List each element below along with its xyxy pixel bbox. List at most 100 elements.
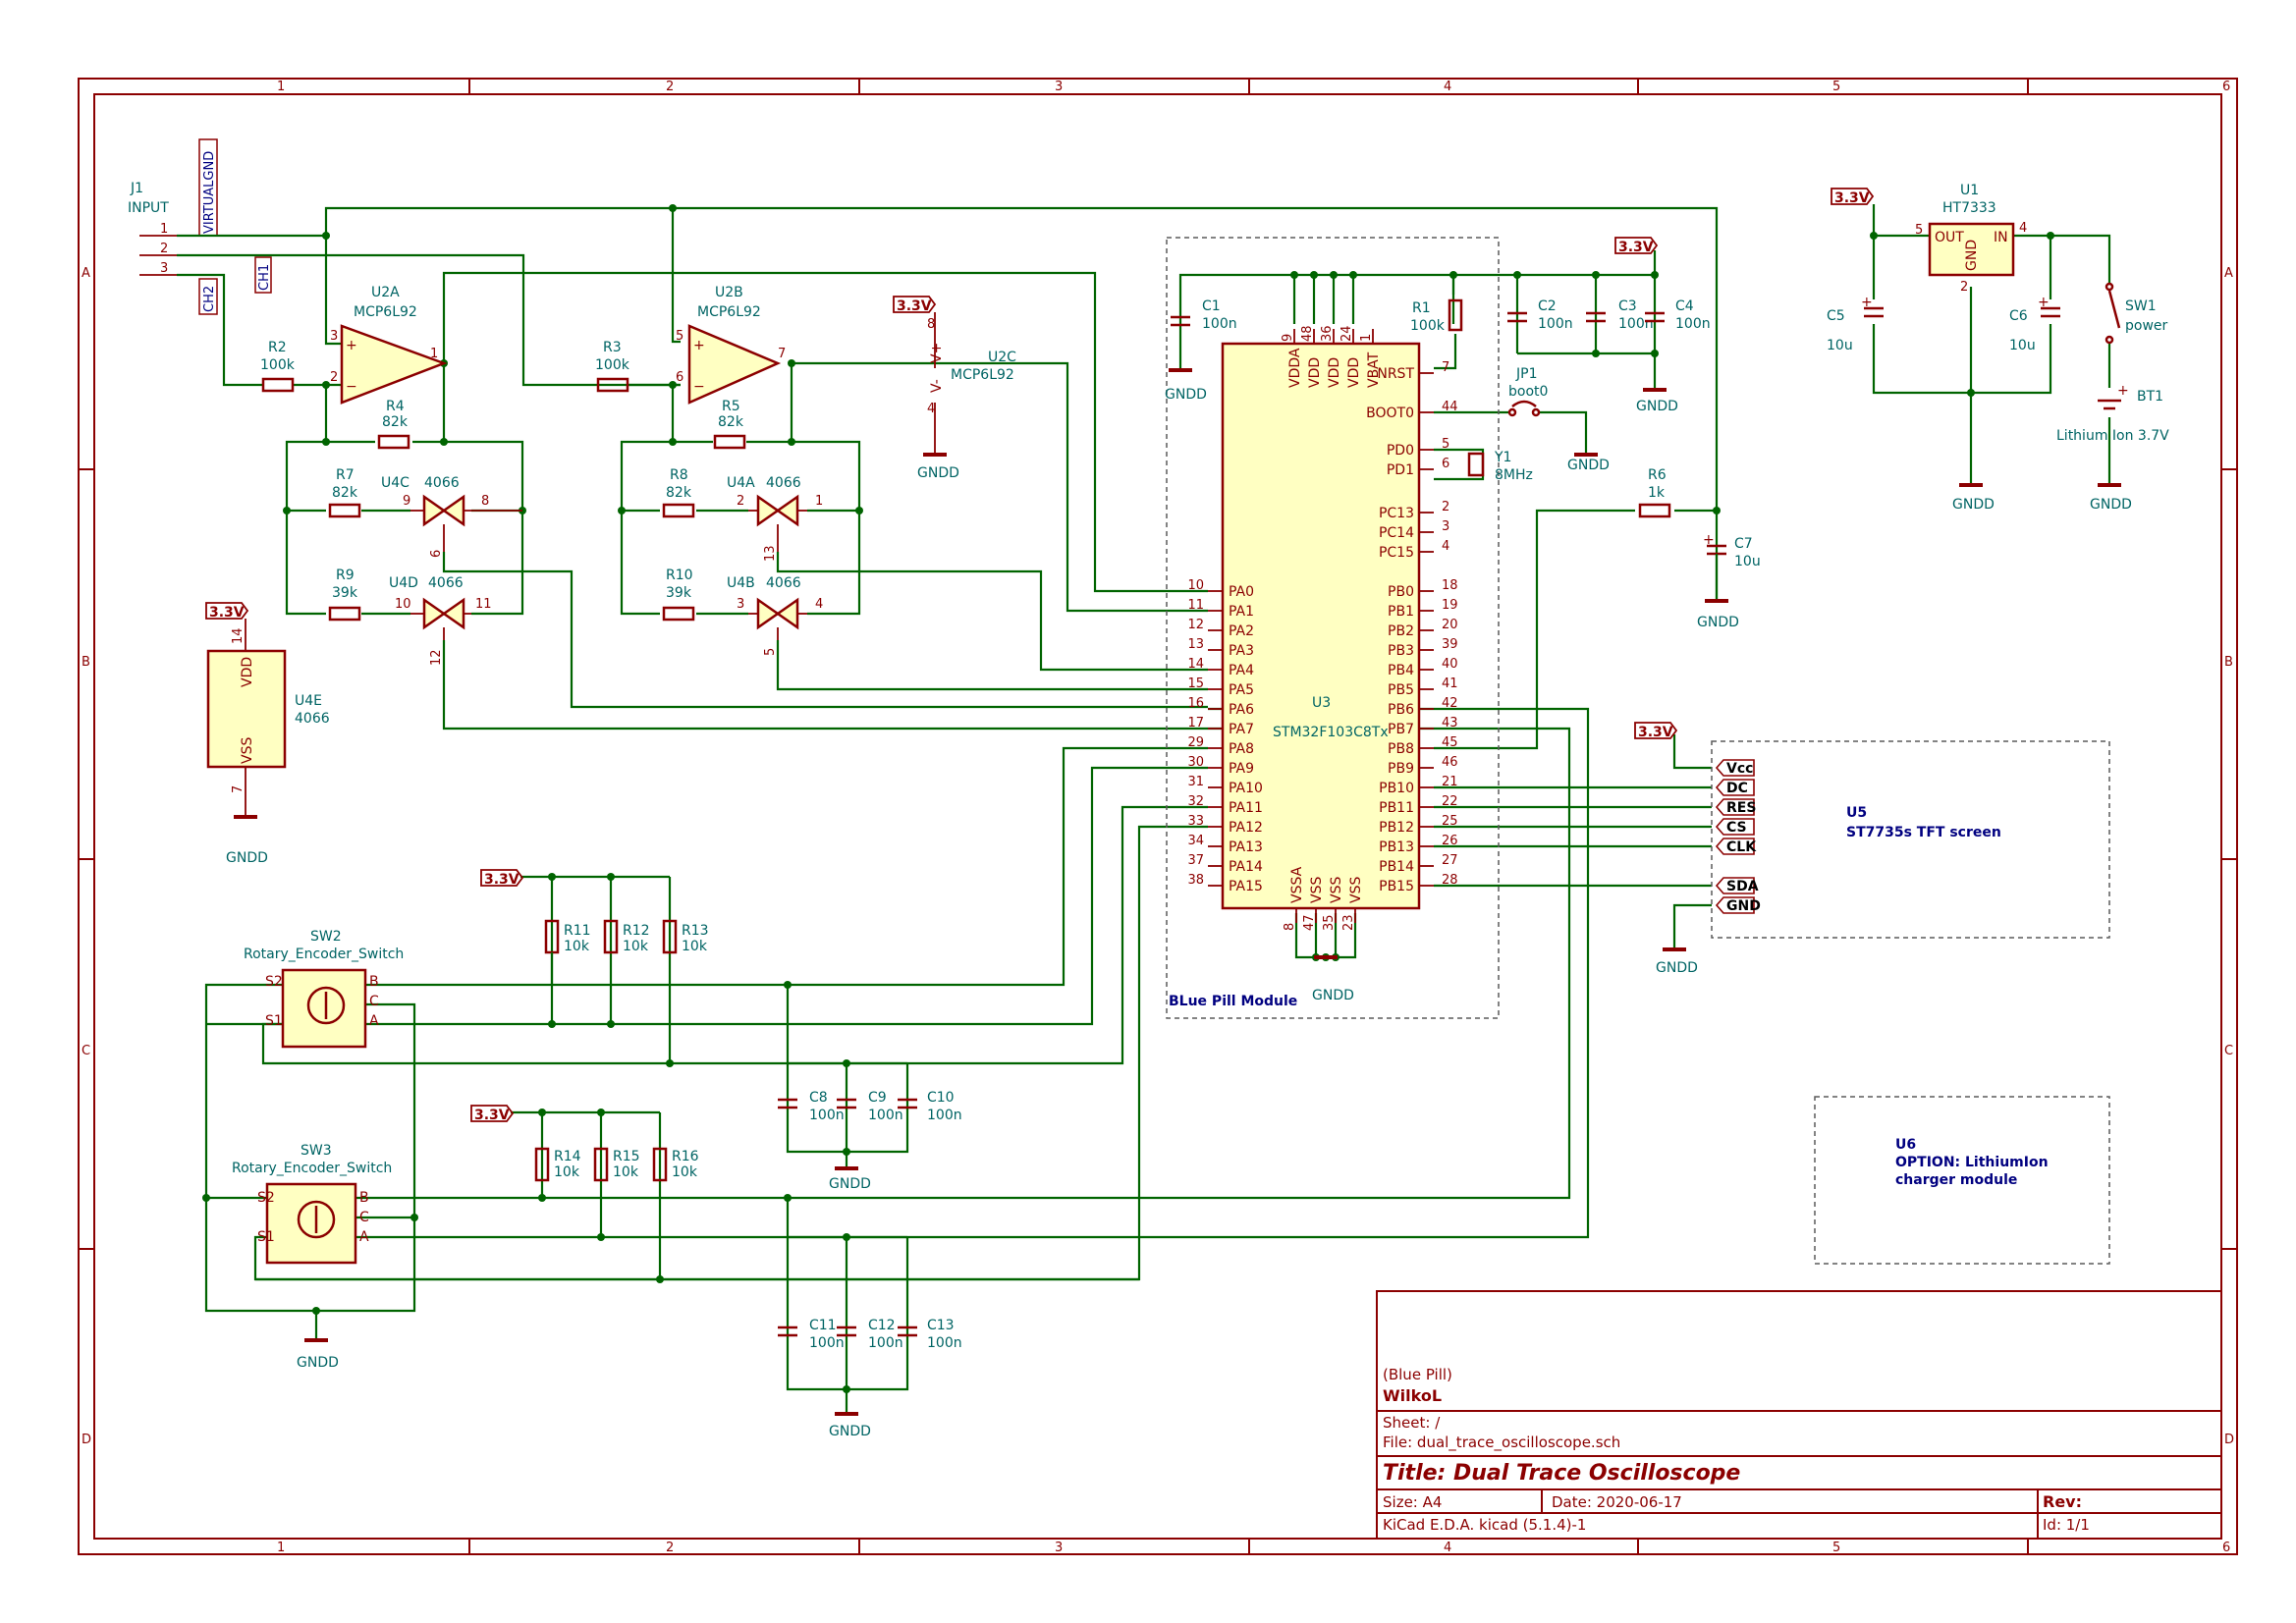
svg-text:GNDD: GNDD: [829, 1424, 871, 1439]
svg-text:STM32F103C8Tx: STM32F103C8Tx: [1273, 725, 1389, 740]
mcu-pin-label: PA11: [1229, 800, 1263, 816]
mcu-pin-number: 21: [1442, 775, 1458, 789]
svg-text:100k: 100k: [595, 357, 630, 373]
svg-text:R14: R14: [554, 1149, 581, 1164]
svg-text:2: 2: [1960, 280, 1968, 295]
opamp-u2c: 8 4 V+ V- U2C MCP6L92: [927, 317, 1016, 455]
display-outline: [1711, 740, 2110, 939]
svg-text:+: +: [346, 338, 357, 353]
capacitor-c10: C10 100n: [898, 1090, 962, 1123]
mcu-pin-number: 24: [1339, 325, 1354, 342]
svg-text:82k: 82k: [382, 414, 409, 430]
mcu-pin-number: 27: [1442, 853, 1458, 868]
display-pin-label: Vcc: [1726, 761, 1753, 777]
rotary-encoder-sw2: SW2 Rotary_Encoder_Switch S2 S1 B C A: [244, 929, 404, 1049]
display-u5: U5 ST7735s TFT screen VccDCRESCSCLKSDAGN…: [1715, 759, 2001, 914]
mcu-pin-label: PD0: [1387, 443, 1414, 459]
svg-text:ST7735s TFT screen: ST7735s TFT screen: [1846, 825, 2001, 840]
svg-text:OPTION: LithiumIon: OPTION: LithiumIon: [1895, 1155, 2049, 1170]
mcu-pin-number: 36: [1320, 325, 1335, 342]
tb-tool: KiCad E.D.A. kicad (5.1.4)-1: [1383, 1516, 1586, 1534]
svg-text:C3: C3: [1618, 298, 1637, 314]
tb-date: Date: 2020-06-17: [1552, 1493, 1682, 1511]
display-pin-label: CS: [1726, 820, 1747, 836]
svg-text:U4B: U4B: [727, 575, 755, 591]
svg-text:2: 2: [160, 242, 168, 256]
display-pin-flag: [1715, 818, 1755, 836]
mcu-pin-number: 7: [1442, 360, 1449, 375]
svg-text:U4D: U4D: [389, 575, 418, 591]
svg-text:V-: V-: [929, 379, 945, 393]
svg-text:U1: U1: [1960, 183, 1979, 198]
mcu-pin-number: 10: [1187, 578, 1204, 593]
svg-text:8: 8: [481, 494, 489, 509]
mcu-pin-label: PA4: [1229, 663, 1254, 678]
opamp-u2a: +− 3 2 1 U2A MCP6L92: [330, 285, 448, 405]
svg-text:6: 6: [676, 370, 683, 385]
charger-outline: [1814, 1096, 2110, 1265]
svg-text:GND: GND: [1964, 240, 1980, 271]
svg-text:U2C: U2C: [988, 350, 1016, 365]
svg-text:S2: S2: [257, 1190, 275, 1206]
mcu-pin-number: 26: [1442, 834, 1458, 848]
svg-text:R12: R12: [623, 923, 650, 939]
svg-text:GNDD: GNDD: [829, 1176, 871, 1192]
svg-text:10: 10: [395, 597, 411, 612]
mcu-pin-number: 19: [1442, 598, 1458, 613]
svg-text:R16: R16: [672, 1149, 699, 1164]
svg-text:−: −: [693, 379, 705, 395]
mcu-pin-number: 46: [1442, 755, 1458, 770]
svg-text:C13: C13: [927, 1318, 955, 1333]
mcu-pin-number: 11: [1187, 598, 1204, 613]
svg-text:11: 11: [475, 597, 492, 612]
mcu-pin-label: PA13: [1229, 839, 1263, 855]
mcu-pin-label: PB15: [1379, 879, 1414, 894]
svg-text:S1: S1: [265, 1013, 283, 1029]
svg-text:SW3: SW3: [301, 1143, 332, 1159]
mcu-pin-label: NRST: [1377, 366, 1414, 382]
svg-text:U6: U6: [1895, 1137, 1916, 1153]
power-3v3-opamp: 3.3V: [893, 296, 937, 319]
svg-text:Lithium Ion 3.7V: Lithium Ion 3.7V: [2056, 428, 2169, 444]
power-3v3-symbols: 3.3V 3.3V 3.3V 3.3V 3.3V 3.3V 3.3V: [205, 188, 1876, 1123]
svg-text:82k: 82k: [332, 485, 358, 501]
mcu-pin-label: PA7: [1229, 722, 1254, 737]
svg-text:C12: C12: [868, 1318, 896, 1333]
svg-text:R11: R11: [564, 923, 591, 939]
svg-text:4: 4: [927, 402, 935, 416]
svg-text:100n: 100n: [927, 1108, 962, 1123]
svg-text:82k: 82k: [718, 414, 744, 430]
svg-text:B: B: [369, 974, 379, 990]
svg-text:C10: C10: [927, 1090, 955, 1106]
tb-author: WilkoL: [1383, 1386, 1442, 1405]
mcu-pin-number: 37: [1187, 853, 1204, 868]
svg-text:3: 3: [737, 597, 744, 612]
svg-text:10k: 10k: [682, 939, 708, 954]
svg-text:U2B: U2B: [715, 285, 743, 300]
svg-text:3.3V: 3.3V: [474, 1108, 510, 1123]
svg-text:Rotary_Encoder_Switch: Rotary_Encoder_Switch: [244, 947, 404, 962]
svg-text:C8: C8: [809, 1090, 828, 1106]
svg-text:CH2: CH2: [202, 286, 217, 312]
charger-u6: U6 OPTION: LithiumIon charger module: [1895, 1137, 2049, 1188]
regulator-u1: U1 HT7333 OUT IN GND 5 4 2: [1915, 183, 2027, 295]
svg-text:1: 1: [815, 494, 823, 509]
svg-text:10k: 10k: [564, 939, 590, 954]
mcu-pin-label: PC14: [1379, 525, 1414, 541]
col-label: 4: [1444, 1541, 1451, 1555]
connector-j1: J1 INPUT 1 2 3: [128, 181, 177, 276]
mcu-pin-label: VSS: [1329, 877, 1344, 903]
svg-text:4: 4: [2019, 221, 2027, 236]
svg-text:IN: IN: [1994, 230, 2008, 245]
svg-text:Y1: Y1: [1494, 450, 1511, 465]
tb-title: Title: Dual Trace Oscilloscope: [1383, 1461, 1740, 1486]
